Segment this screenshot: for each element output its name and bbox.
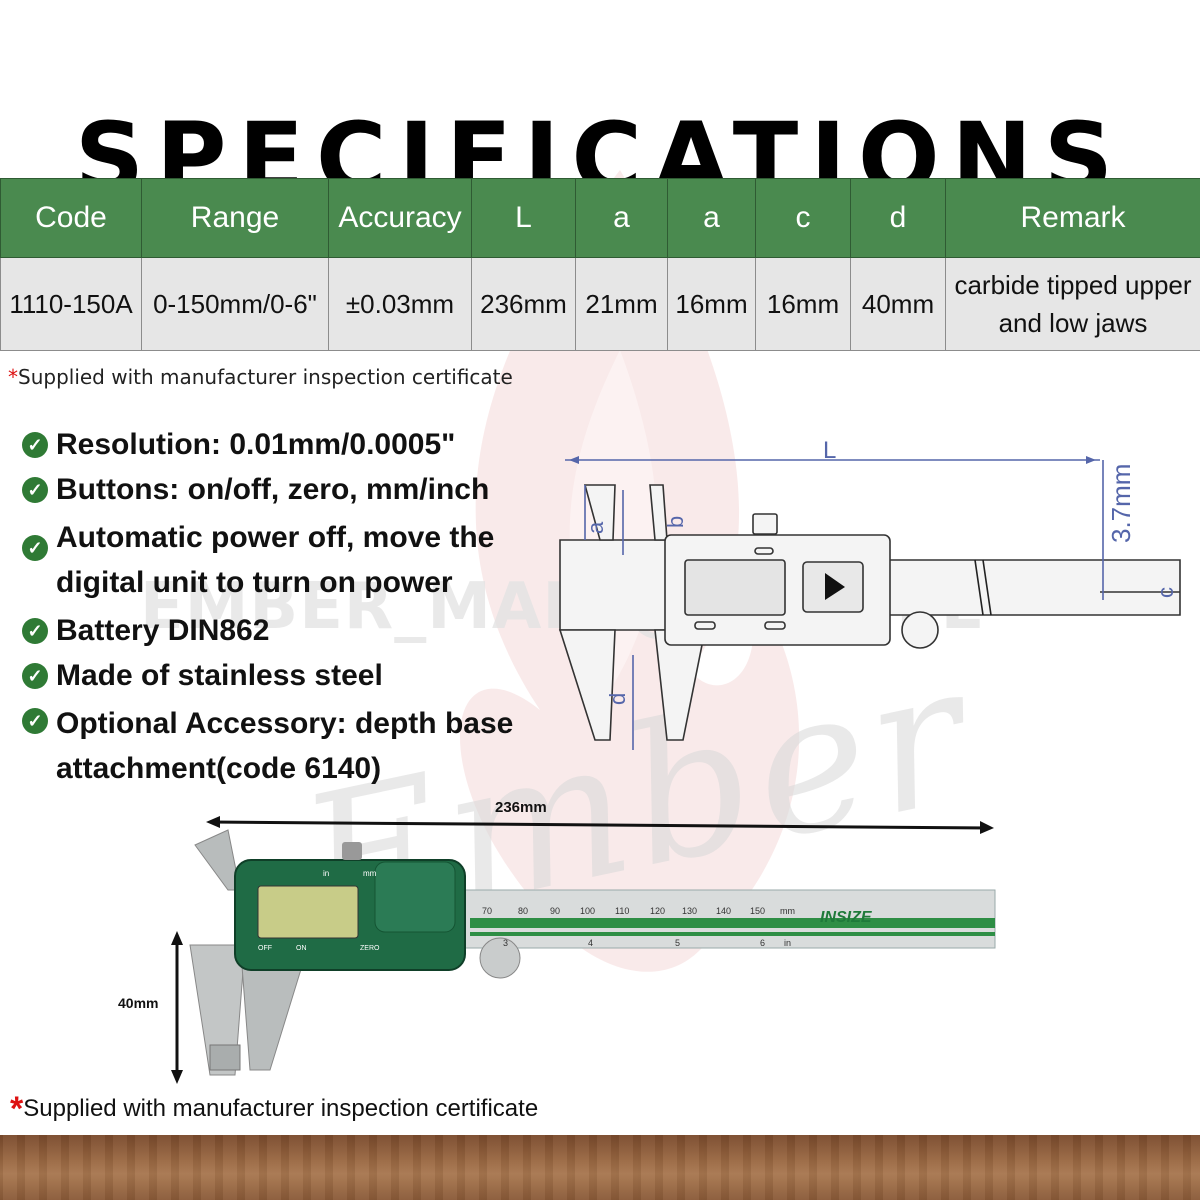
- label-c: c: [1153, 587, 1178, 598]
- header-accuracy: Accuracy: [328, 178, 472, 258]
- certificate-note-text: Supplied with manufacturer inspection ce…: [23, 1095, 539, 1122]
- depth-label: 40mm: [118, 995, 158, 1011]
- feature-text: Buttons: on/off, zero, mm/inch: [56, 473, 490, 506]
- check-circle-icon: ✓: [22, 618, 48, 644]
- spec-data-row: 1110-150A 0-150mm/0-6" ±0.03mm 236mm 21m…: [0, 257, 1200, 351]
- scale-mark: 5: [675, 938, 680, 948]
- label-d: d: [605, 693, 630, 705]
- feature-item: ✓ Optional Accessory: depth base attachme…: [22, 701, 562, 791]
- cell-code: 1110-150A: [0, 257, 142, 351]
- cell-a: 21mm: [575, 257, 668, 351]
- feature-item: ✓ Resolution: 0.01mm/0.0005": [22, 425, 562, 464]
- asterisk: *: [10, 1090, 24, 1128]
- scale-mark: 100: [580, 906, 595, 916]
- feature-item: ✓ Automatic power off, move the digital u…: [22, 515, 562, 605]
- brand-logo: INSIZE: [820, 909, 873, 926]
- label-a: a: [583, 521, 608, 534]
- cell-accuracy: ±0.03mm: [328, 257, 472, 351]
- header-d: d: [850, 178, 946, 258]
- spec-header-row: Code Range Accuracy L a a c d Remark: [0, 178, 1200, 258]
- cell-range: 0-150mm/0-6": [141, 257, 329, 351]
- spec-table: Code Range Accuracy L a a c d Remark 111…: [0, 178, 1200, 351]
- scale-unit-mm: mm: [780, 906, 795, 916]
- feature-text: Battery DIN862: [56, 614, 270, 647]
- check-circle-icon: ✓: [22, 708, 48, 734]
- caliper-product-image: 236mm 40mm in mm OFF ON ZERO INSIZE 70 8…: [118, 799, 996, 1084]
- certificate-note-text: Supplied with manufacturer inspection ce…: [18, 365, 513, 389]
- certificate-note-bottom: *Supplied with manufacturer inspection c…: [10, 1090, 538, 1129]
- feature-text: Optional Accessory: depth base attachmen…: [56, 707, 514, 785]
- on-button-label: ON: [296, 945, 307, 952]
- feature-text: Resolution: 0.01mm/0.0005": [56, 428, 456, 461]
- label-thickness: 3.7mm: [1106, 464, 1136, 543]
- header-remark: Remark: [945, 178, 1200, 258]
- scale-mark: 3: [503, 938, 508, 948]
- check-circle-icon: ✓: [22, 663, 48, 689]
- header-a: a: [575, 178, 668, 258]
- cell-remark: carbide tipped upper and low jaws: [945, 257, 1200, 351]
- scale-mark: 110: [615, 906, 629, 916]
- feature-list: ✓ Resolution: 0.01mm/0.0005" ✓ Buttons: on…: [22, 425, 562, 797]
- feature-text: Made of stainless steel: [56, 659, 383, 692]
- label-L: L: [823, 437, 836, 464]
- display-in-label: in: [323, 869, 329, 878]
- display-mm-label: mm: [363, 869, 377, 878]
- feature-text: Automatic power off, move the digital un…: [56, 521, 495, 599]
- scale-mark: 4: [588, 938, 593, 948]
- wood-grain-texture: [0, 1135, 1200, 1200]
- header-L: L: [471, 178, 576, 258]
- scale-unit-in: in: [784, 938, 791, 948]
- check-circle-icon: ✓: [22, 535, 48, 561]
- off-button-label: OFF: [258, 945, 272, 952]
- scale-mark: 130: [682, 906, 697, 916]
- certificate-note-top: *Supplied with manufacturer inspection c…: [8, 365, 513, 389]
- cell-a2: 16mm: [667, 257, 756, 351]
- check-circle-icon: ✓: [22, 432, 48, 458]
- cell-L: 236mm: [471, 257, 576, 351]
- caliper-technical-drawing: L a b d 3.7mm c: [558, 437, 1181, 750]
- scale-mark: 140: [716, 906, 731, 916]
- header-c: c: [755, 178, 851, 258]
- scale-mark: 150: [750, 906, 765, 916]
- zero-button-label: ZERO: [360, 945, 380, 952]
- cell-d: 40mm: [850, 257, 946, 351]
- scale-mark: 90: [550, 906, 560, 916]
- check-circle-icon: ✓: [22, 477, 48, 503]
- asterisk: *: [8, 365, 18, 389]
- feature-item: ✓ Battery DIN862: [22, 611, 562, 650]
- length-label: 236mm: [495, 799, 547, 816]
- scale-mark: 6: [760, 938, 765, 948]
- wood-footer-bar: [0, 1135, 1200, 1200]
- scale-mark: 80: [518, 906, 528, 916]
- header-a2: a: [667, 178, 756, 258]
- scale-mark: 70: [482, 906, 492, 916]
- scale-mark: 120: [650, 906, 665, 916]
- header-code: Code: [0, 178, 142, 258]
- label-b: b: [663, 516, 688, 528]
- feature-item: ✓ Made of stainless steel: [22, 656, 562, 695]
- cell-c: 16mm: [755, 257, 851, 351]
- header-range: Range: [141, 178, 329, 258]
- feature-item: ✓ Buttons: on/off, zero, mm/inch: [22, 470, 562, 509]
